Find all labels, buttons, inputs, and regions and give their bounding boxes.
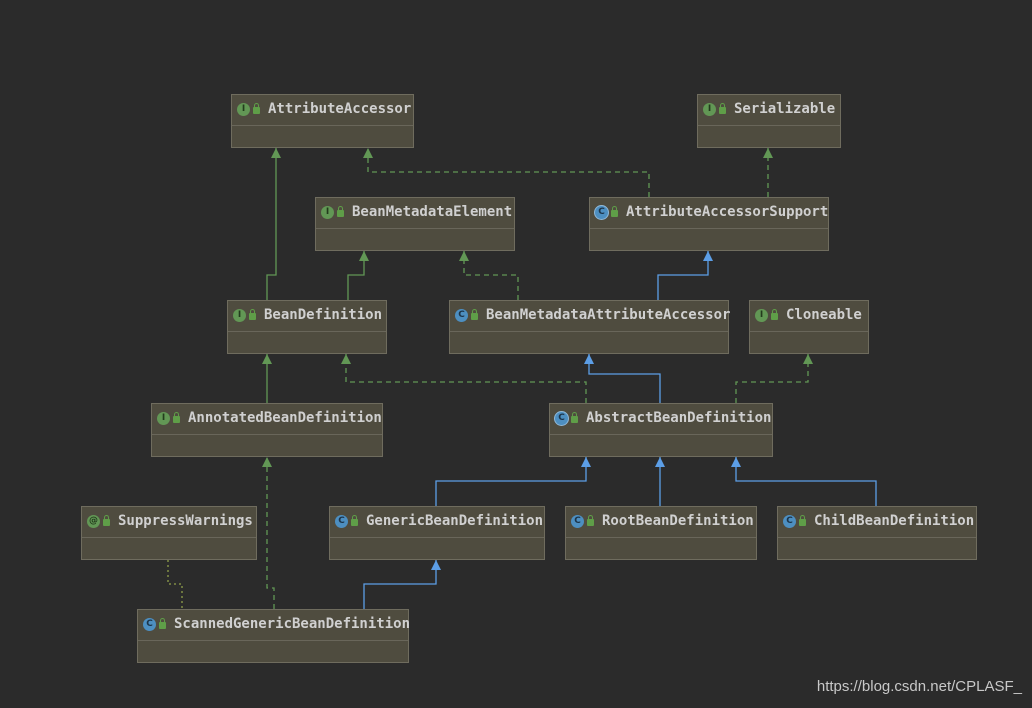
public-lock-icon [799, 514, 806, 526]
edge-scanned-generic-bean-definition-generic-bean-definition [363, 560, 437, 609]
edge-abstract-bean-definition-bean-metadata-attribute-accessor-arrowhead [584, 354, 594, 364]
edge-attribute-accessor-support-attribute-accessor [367, 148, 650, 197]
node-generic-bean-definition[interactable]: C GenericBeanDefinition [329, 506, 545, 560]
abstract-class-icon: C [555, 411, 568, 425]
edge-suppress-warnings-scanned-generic-bean-definition [167, 560, 183, 609]
edge-bean-metadata-attribute-accessor-attribute-accessor-support [657, 251, 709, 300]
annotation-icon: @ [87, 514, 100, 528]
public-lock-icon [351, 514, 358, 526]
class-icon: C [455, 308, 468, 322]
edge-scanned-generic-bean-definition-annotated-bean-definition-arrowhead [262, 457, 272, 467]
edge-abstract-bean-definition-bean-metadata-attribute-accessor [588, 354, 661, 403]
edge-abstract-bean-definition-cloneable [735, 354, 809, 403]
public-lock-icon [253, 102, 260, 114]
edge-root-bean-definition-abstract-bean-definition-arrowhead [655, 457, 665, 467]
public-lock-icon [103, 514, 110, 526]
node-root-bean-definition[interactable]: C RootBeanDefinition [565, 506, 757, 560]
node-label: AttributeAccessor [268, 101, 412, 117]
node-annotated-bean-definition[interactable]: I AnnotatedBeanDefinition [151, 403, 383, 457]
edge-bean-metadata-attribute-accessor-attribute-accessor-support-arrowhead [703, 251, 713, 261]
edge-scanned-generic-bean-definition-annotated-bean-definition [266, 457, 275, 609]
node-label: ScannedGenericBeanDefinition [174, 616, 411, 632]
node-label: Serializable [734, 101, 836, 117]
public-lock-icon [611, 205, 618, 217]
node-attribute-accessor[interactable]: I AttributeAccessor [231, 94, 414, 148]
edge-bean-definition-attribute-accessor [266, 148, 277, 300]
interface-icon: I [755, 308, 768, 322]
edge-child-bean-definition-abstract-bean-definition-arrowhead [731, 457, 741, 467]
interface-icon: I [157, 411, 170, 425]
edge-attribute-accessor-support-serializable-arrowhead [763, 148, 773, 158]
edge-bean-metadata-attribute-accessor-bean-metadata-element-arrowhead [459, 251, 469, 261]
edge-bean-definition-attribute-accessor-arrowhead [271, 148, 281, 158]
public-lock-icon [159, 617, 166, 629]
node-cloneable[interactable]: I Cloneable [749, 300, 869, 354]
node-bean-metadata-attribute-accessor[interactable]: C BeanMetadataAttributeAccessor [449, 300, 731, 354]
public-lock-icon [771, 308, 778, 320]
class-icon: C [335, 514, 348, 528]
node-label: BeanMetadataElement [352, 204, 513, 220]
node-label: AnnotatedBeanDefinition [188, 410, 382, 426]
node-bean-definition[interactable]: I BeanDefinition [227, 300, 387, 354]
interface-icon: I [233, 308, 246, 322]
node-label: BeanMetadataAttributeAccessor [486, 307, 731, 323]
public-lock-icon [719, 102, 726, 114]
node-abstract-bean-definition[interactable]: C AbstractBeanDefinition [549, 403, 773, 457]
node-attribute-accessor-support[interactable]: C AttributeAccessorSupport [589, 197, 829, 251]
node-suppress-warnings[interactable]: @ SuppressWarnings [81, 506, 257, 560]
node-label: ChildBeanDefinition [814, 513, 975, 529]
public-lock-icon [587, 514, 594, 526]
abstract-class-icon: C [595, 205, 608, 219]
edge-generic-bean-definition-abstract-bean-definition-arrowhead [581, 457, 591, 467]
node-bean-metadata-element[interactable]: I BeanMetadataElement [315, 197, 515, 251]
edge-scanned-generic-bean-definition-generic-bean-definition-arrowhead [431, 560, 441, 570]
node-scanned-generic-bean-definition[interactable]: C ScannedGenericBeanDefinition [137, 609, 411, 663]
interface-icon: I [703, 102, 716, 116]
node-child-bean-definition[interactable]: C ChildBeanDefinition [777, 506, 977, 560]
edge-child-bean-definition-abstract-bean-definition [735, 457, 877, 506]
edge-abstract-bean-definition-bean-definition-arrowhead [341, 354, 351, 364]
class-icon: C [571, 514, 584, 528]
class-icon: C [783, 514, 796, 528]
edge-abstract-bean-definition-cloneable-arrowhead [803, 354, 813, 364]
edge-bean-definition-bean-metadata-element-arrowhead [359, 251, 369, 261]
edge-annotated-bean-definition-bean-definition-arrowhead [262, 354, 272, 364]
node-label: AbstractBeanDefinition [586, 410, 772, 426]
public-lock-icon [471, 308, 478, 320]
edge-abstract-bean-definition-bean-definition [345, 354, 587, 403]
node-label: Cloneable [786, 307, 862, 323]
edge-generic-bean-definition-abstract-bean-definition [435, 457, 587, 506]
public-lock-icon [173, 411, 180, 423]
node-label: SuppressWarnings [118, 513, 253, 529]
node-serializable[interactable]: I Serializable [697, 94, 841, 148]
node-label: AttributeAccessorSupport [626, 204, 829, 220]
interface-icon: I [237, 102, 250, 116]
public-lock-icon [249, 308, 256, 320]
public-lock-icon [571, 411, 578, 423]
edge-bean-definition-bean-metadata-element [347, 251, 365, 300]
node-label: RootBeanDefinition [602, 513, 754, 529]
public-lock-icon [337, 205, 344, 217]
edge-attribute-accessor-support-attribute-accessor-arrowhead [363, 148, 373, 158]
edge-bean-metadata-attribute-accessor-bean-metadata-element [463, 251, 519, 300]
node-label: BeanDefinition [264, 307, 383, 323]
watermark: https://blog.csdn.net/CPLASF_ [816, 678, 1022, 695]
node-label: GenericBeanDefinition [366, 513, 544, 529]
interface-icon: I [321, 205, 334, 219]
class-icon: C [143, 617, 156, 631]
